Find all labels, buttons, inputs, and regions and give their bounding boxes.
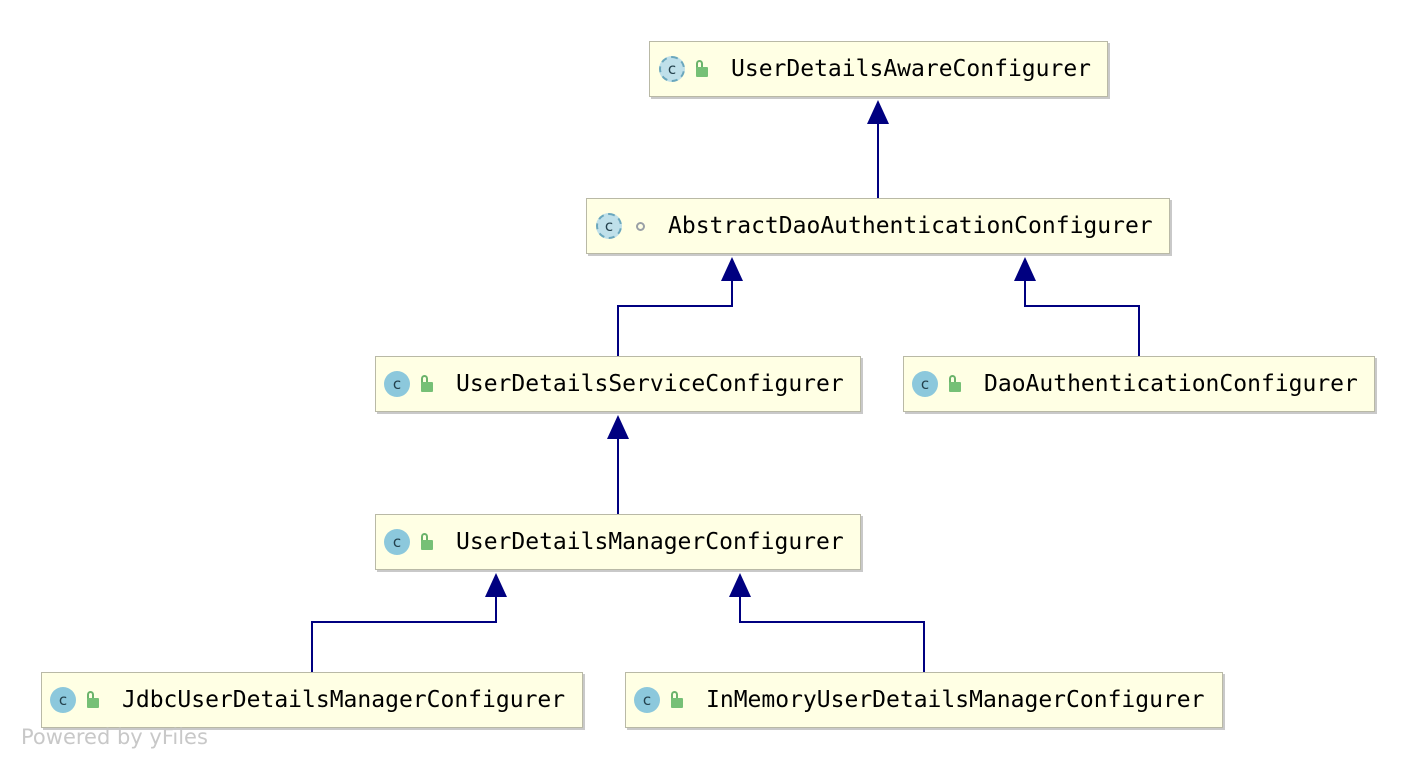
public-lock-icon: [85, 691, 101, 709]
node-user-details-aware-configurer[interactable]: c UserDetailsAwareConfigurer: [649, 41, 1108, 97]
inheritance-arrowhead: [867, 100, 889, 124]
class-icon: c: [384, 371, 410, 397]
public-lock-icon: [419, 533, 435, 551]
edge-abstract-dao-to-aware: [867, 100, 889, 198]
node-label: UserDetailsManagerConfigurer: [456, 529, 844, 555]
node-label: InMemoryUserDetailsManagerConfigurer: [706, 687, 1205, 713]
edge-manager-to-service: [607, 415, 629, 514]
node-user-details-service-configurer[interactable]: c UserDetailsServiceConfigurer: [375, 356, 861, 412]
edge-service-to-abstract-dao: [617, 257, 743, 356]
node-label: DaoAuthenticationConfigurer: [984, 371, 1358, 397]
public-lock-icon: [669, 691, 685, 709]
public-lock-icon: [694, 60, 710, 78]
edge-inmemory-to-manager: [729, 573, 925, 672]
node-label: UserDetailsServiceConfigurer: [456, 371, 844, 397]
class-icon: c: [384, 529, 410, 555]
abstract-class-icon: c: [596, 213, 622, 239]
inheritance-arrowhead: [729, 573, 751, 597]
inheritance-arrowhead: [721, 257, 743, 281]
node-abstract-dao-authentication-configurer[interactable]: c AbstractDaoAuthenticationConfigurer: [586, 198, 1170, 254]
node-user-details-manager-configurer[interactable]: c UserDetailsManagerConfigurer: [375, 514, 861, 570]
edge-jdbc-to-manager: [311, 573, 507, 672]
node-jdbc-user-details-manager-configurer[interactable]: c JdbcUserDetailsManagerConfigurer: [41, 672, 583, 728]
node-label: JdbcUserDetailsManagerConfigurer: [122, 687, 566, 713]
class-icon: c: [912, 371, 938, 397]
inheritance-arrowhead: [485, 573, 507, 597]
inheritance-arrowhead: [1014, 257, 1036, 281]
class-icon: c: [634, 687, 660, 713]
public-lock-icon: [419, 375, 435, 393]
class-icon: c: [659, 56, 685, 82]
edge-dao-auth-to-abstract-dao: [1014, 257, 1140, 356]
node-inmemory-user-details-manager-configurer[interactable]: c InMemoryUserDetailsManagerConfigurer: [625, 672, 1223, 728]
watermark: Powered by yFiles: [21, 725, 208, 749]
class-icon: c: [50, 687, 76, 713]
package-private-icon: [636, 221, 645, 231]
node-dao-authentication-configurer[interactable]: c DaoAuthenticationConfigurer: [903, 356, 1375, 412]
public-lock-icon: [947, 375, 963, 393]
inheritance-arrowhead: [607, 415, 629, 439]
node-label: UserDetailsAwareConfigurer: [731, 56, 1092, 82]
node-label: AbstractDaoAuthenticationConfigurer: [668, 213, 1153, 239]
